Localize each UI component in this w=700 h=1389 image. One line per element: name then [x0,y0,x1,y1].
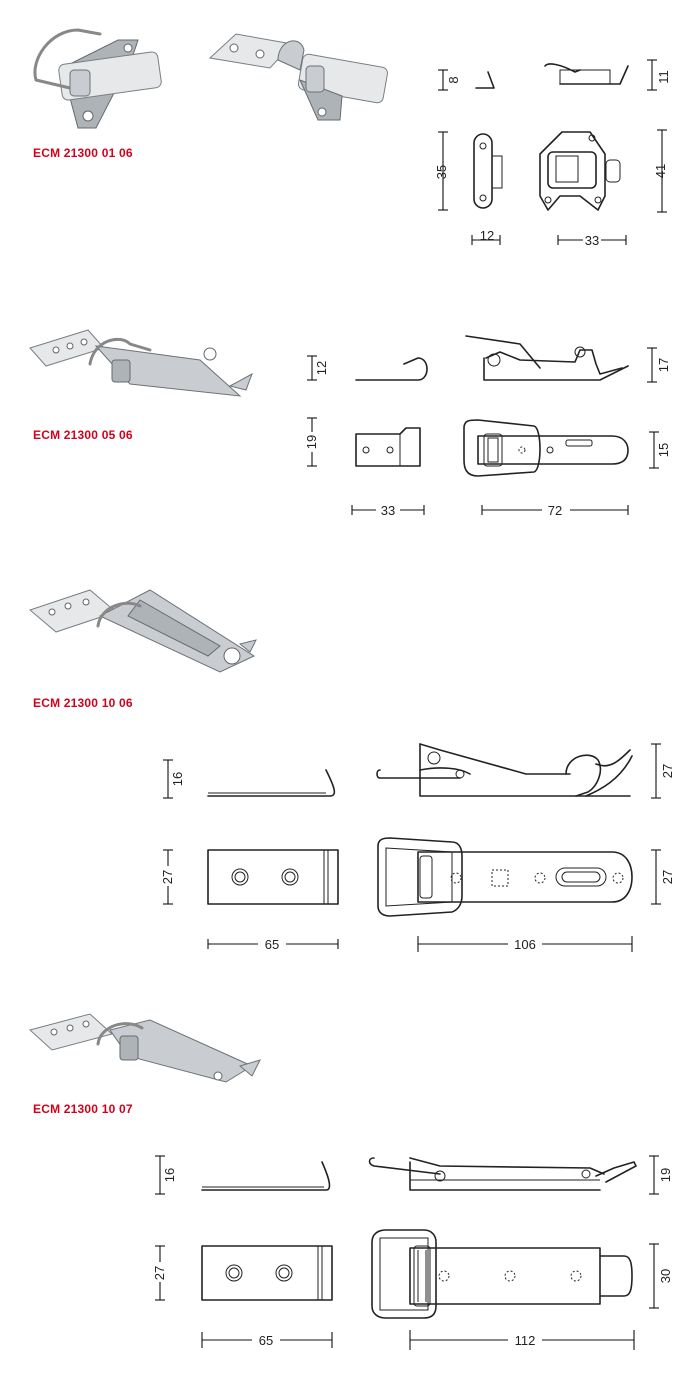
dim-plate-h: 27 [152,1266,167,1280]
dim-front-h: 11 [656,70,671,84]
dim-latch-front-h: 30 [658,1269,673,1283]
product-code: ECM 21300 05 06 [33,428,133,442]
product-4-photo [28,1013,261,1083]
product-1-drawing: 8 11 35 12 41 [434,59,671,248]
product-code: ECM 21300 10 06 [33,696,133,710]
dim-plate-h: 19 [304,435,319,449]
product-section-3: ECM 21300 10 06 16 27 27 [0,560,700,980]
product-section-1: ECM 21300 01 06 8 11 35 12 [0,0,700,270]
product-3-drawing: 16 27 27 65 [160,743,680,952]
dim-latch-h: 17 [656,358,671,372]
product-section-4: ECM 21300 10 07 16 19 27 [0,990,700,1389]
dim-hook-h: 16 [162,1168,177,1182]
dim-latch-h: 27 [660,764,675,778]
product-2-drawing: 12 17 19 33 15 [304,335,671,518]
product-section-2: ECM 21300 05 06 12 17 19 33 [0,300,700,540]
product-4-drawing: 16 19 27 65 [152,1155,678,1350]
product-3-photo [28,589,257,673]
dim-plate-w: 33 [381,503,395,518]
dim-hook-h: 16 [170,772,185,786]
dim-latch-w: 72 [548,503,562,518]
product-code: ECM 21300 10 07 [33,1102,133,1116]
dim-latch-h: 41 [653,164,668,178]
product-1-photo-side [208,33,388,121]
dim-side-h: 8 [446,76,461,83]
dim-latch-w: 106 [514,937,536,952]
dim-latch-w: 33 [585,233,599,248]
product-1-photos [33,28,388,129]
dim-plate-h: 27 [160,870,175,884]
dim-plate-w: 65 [265,937,279,952]
product-code: ECM 21300 01 06 [33,146,133,160]
dim-latch-h: 19 [658,1168,673,1182]
product-1-photo-front [33,28,162,129]
dim-hook-h: 12 [314,361,329,375]
product-2-photo [29,329,253,397]
dim-latch-front-h: 27 [660,870,675,884]
dim-latch-w: 112 [515,1333,536,1348]
dim-plate-w: 65 [259,1333,273,1348]
dim-plate-h: 35 [434,165,449,179]
dim-latch-front-h: 15 [656,443,671,457]
dim-plate-w: 12 [480,228,494,243]
